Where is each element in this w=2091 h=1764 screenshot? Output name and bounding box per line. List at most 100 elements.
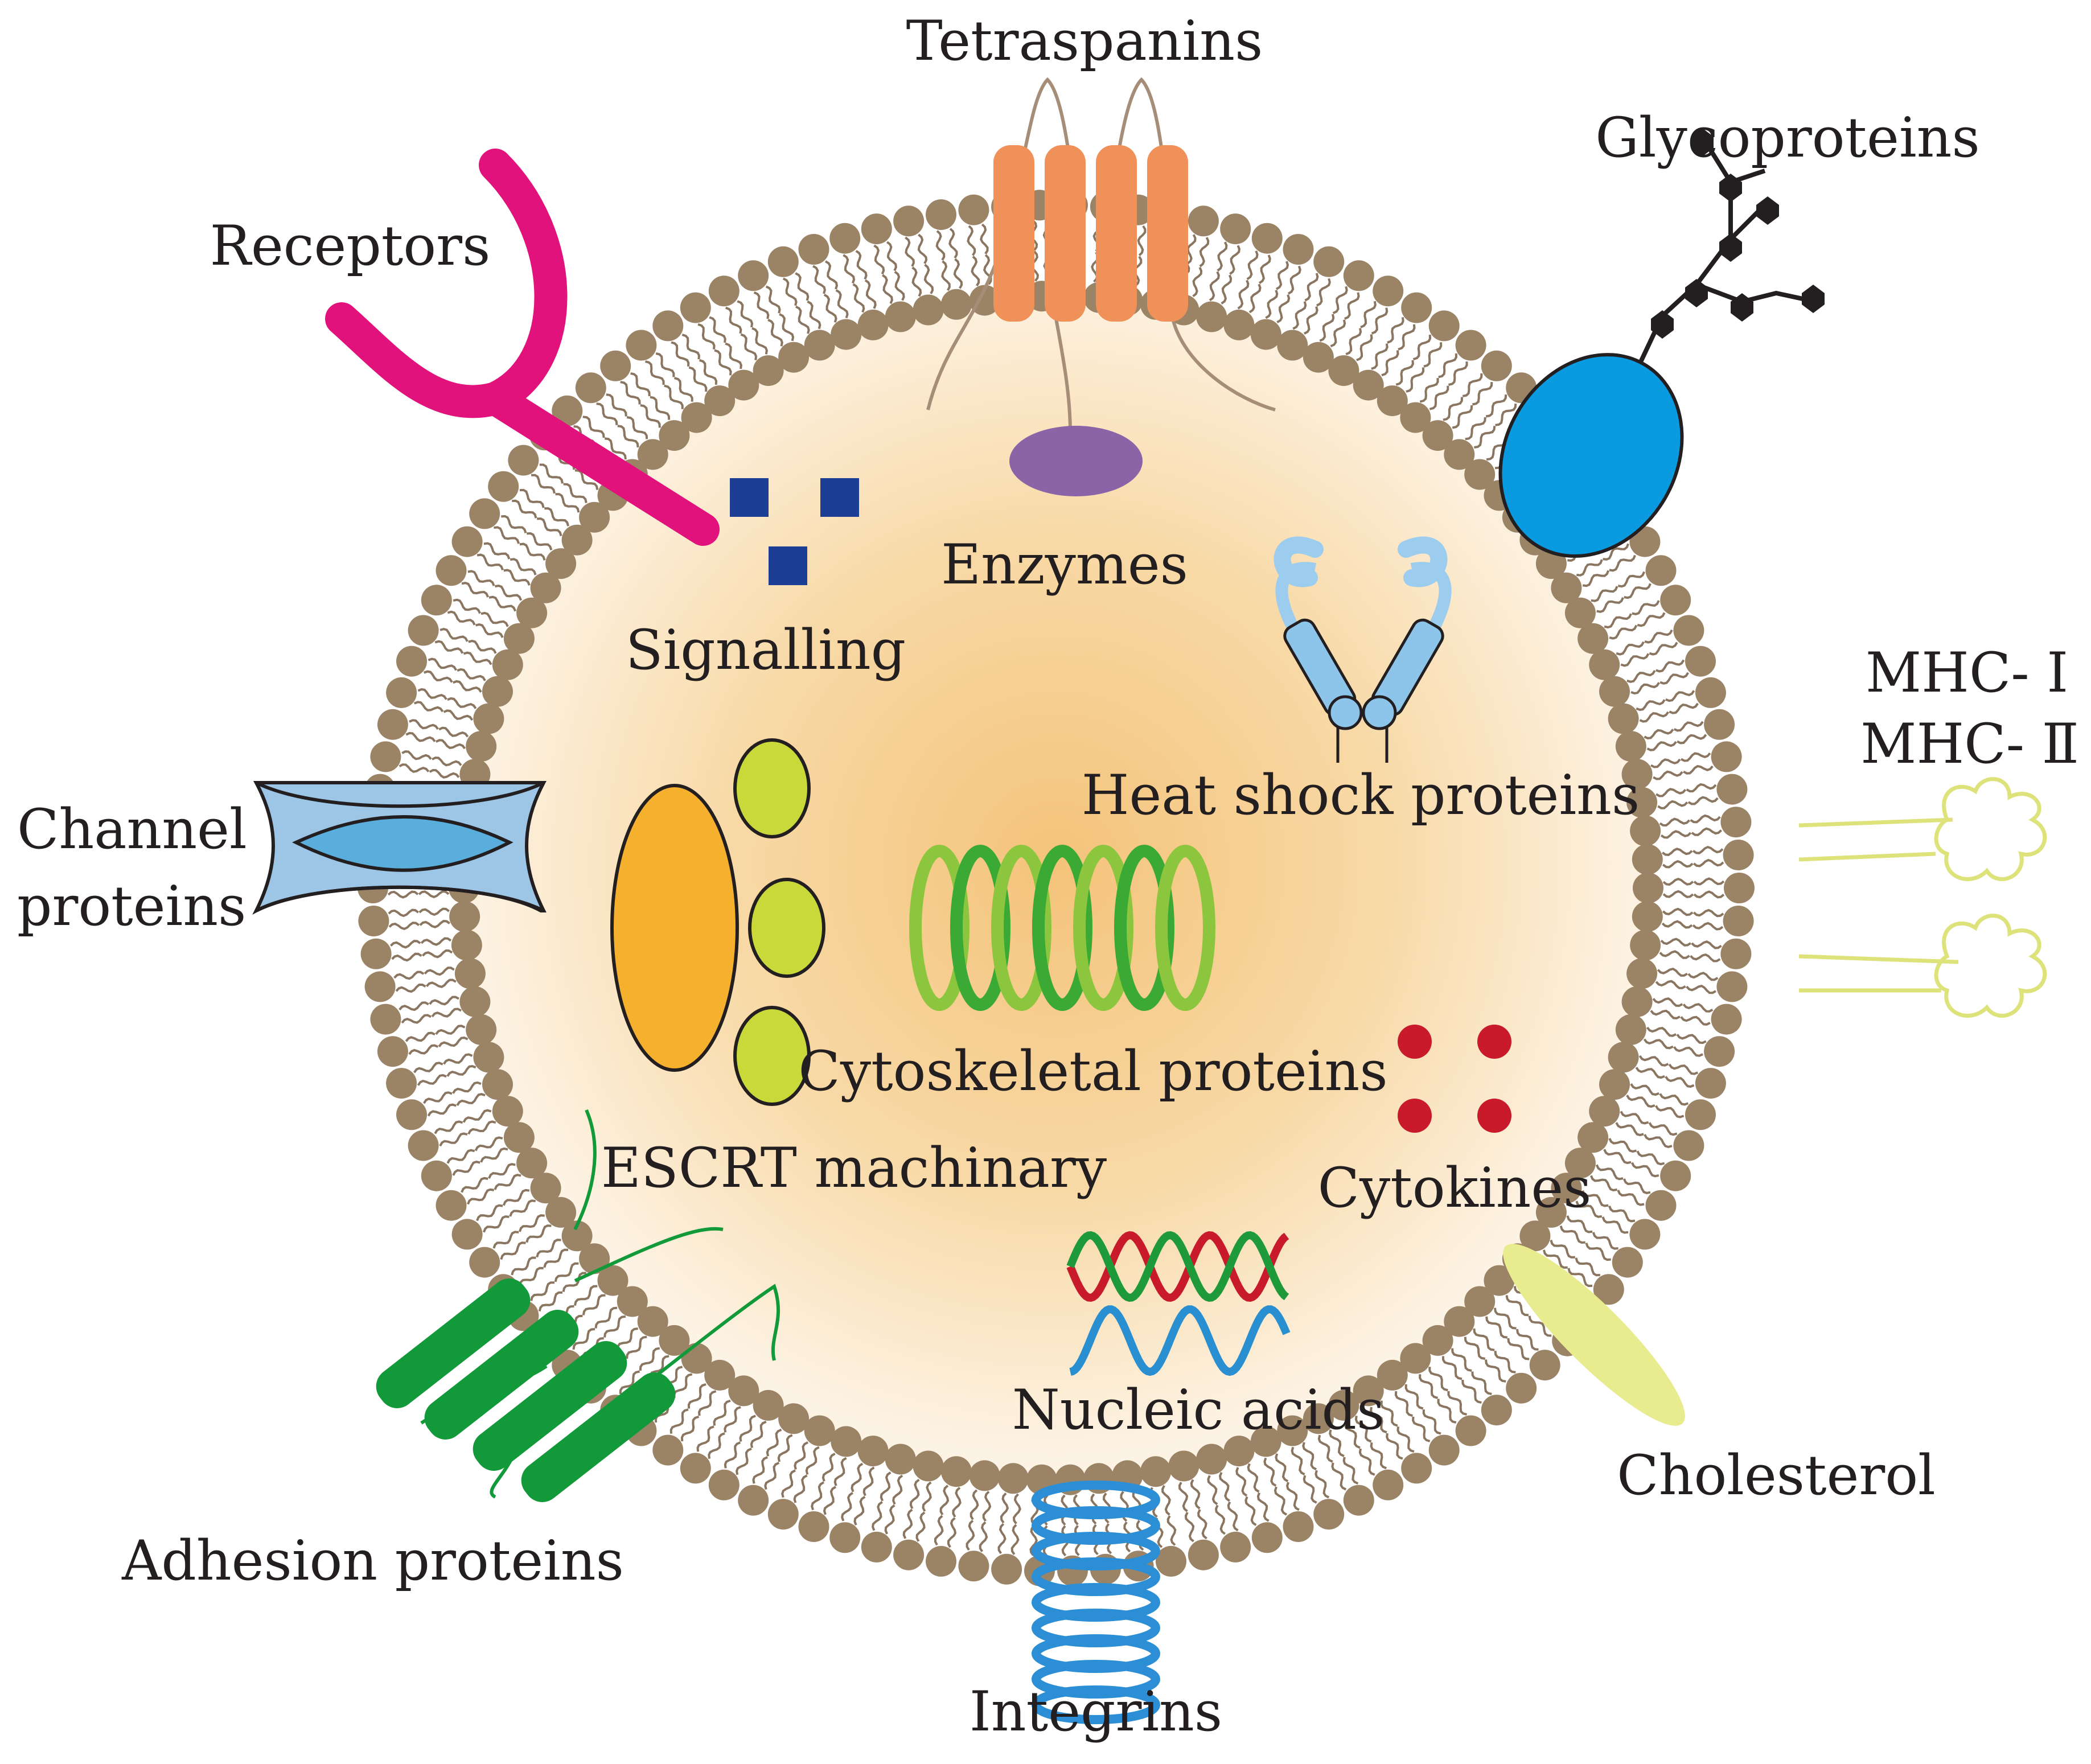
lipid-tail	[453, 680, 482, 693]
lipid-tail	[531, 474, 556, 494]
lipid-head	[1519, 1220, 1551, 1252]
lipid-tail	[457, 668, 486, 681]
lipid-head	[1328, 355, 1359, 386]
lipid-head	[1551, 1173, 1582, 1204]
lipid-tail	[1659, 950, 1690, 959]
lipid-head	[637, 439, 668, 470]
lipid-head	[1720, 807, 1752, 838]
lipid-tail	[1178, 1482, 1189, 1512]
lipid-head	[1188, 1539, 1219, 1570]
lipid-tail	[1622, 1178, 1651, 1194]
lipid-tail	[1662, 907, 1694, 916]
lipid-head	[804, 330, 835, 361]
lipid-head	[1673, 615, 1704, 646]
lipid-tail	[736, 1448, 752, 1475]
lipid-tail	[1691, 940, 1722, 949]
cholesterol-icon	[1503, 1244, 1685, 1426]
label-mhc-1: MHC- Ⅰ	[1866, 641, 2068, 705]
lipid-tail	[1620, 1111, 1649, 1125]
lipid-tail	[418, 907, 450, 916]
lipid-tail	[1576, 559, 1603, 577]
lipid-head	[861, 213, 892, 245]
lipid-tail	[765, 285, 781, 314]
lipid-head	[1250, 319, 1281, 350]
lipid-tail	[650, 396, 671, 420]
lipid-head	[1168, 1450, 1199, 1482]
lipid-head	[552, 395, 583, 426]
lipid-head	[926, 1545, 956, 1577]
lipid-tail	[413, 1062, 443, 1074]
lipid-head	[1673, 1130, 1704, 1161]
dna-strand-green	[1066, 1231, 1289, 1302]
lipid-tail	[423, 1091, 453, 1104]
lipid-tail	[680, 1415, 700, 1442]
lipid-tail	[1344, 1421, 1361, 1449]
lipid-tail	[1247, 1463, 1260, 1493]
lipid-tail	[401, 750, 432, 760]
lipid-head	[1140, 1456, 1172, 1487]
lipid-tail	[1209, 271, 1220, 302]
lipid-head	[421, 585, 452, 616]
lipid-tail	[1615, 1122, 1644, 1137]
lipid-tail	[1166, 1515, 1177, 1546]
lipid-tail	[1657, 800, 1689, 809]
lipid-tail	[795, 272, 810, 301]
lipid-tail	[779, 313, 795, 342]
lipid-tail	[399, 763, 430, 773]
dna-strand-red	[1066, 1231, 1289, 1302]
lipid-tail	[626, 416, 648, 439]
lipid-tail	[494, 526, 520, 544]
lipid-tail	[824, 260, 839, 290]
lipid-tail	[922, 1481, 932, 1512]
lipid-tail	[562, 1272, 586, 1292]
lipid-head	[1716, 774, 1748, 805]
lipid-tail	[1585, 1243, 1611, 1261]
lipid-tail	[1566, 1215, 1593, 1233]
lipid-head	[1578, 1122, 1609, 1153]
lipid-tail	[1395, 360, 1414, 386]
lipid-head	[1283, 1511, 1314, 1542]
lipid-tail	[492, 1231, 519, 1249]
lipid-head	[466, 731, 497, 762]
lipid-head	[1313, 1499, 1345, 1530]
lipid-head	[1685, 1099, 1716, 1130]
lipid-tail	[1219, 1471, 1230, 1502]
lipid-tail	[639, 1347, 660, 1371]
lipid-head	[659, 1325, 690, 1356]
lipid-tail	[467, 1120, 496, 1135]
lipid-head	[1621, 759, 1653, 790]
lipid-tail	[1643, 1038, 1674, 1050]
lipid-tail	[1371, 307, 1388, 335]
lipid-tail	[1665, 1076, 1695, 1088]
lipid-head	[1632, 844, 1663, 875]
lipid-tail	[947, 1517, 957, 1548]
lipid-tail	[1662, 860, 1694, 869]
lipid-tail	[494, 1174, 521, 1190]
label-channel: Channel	[17, 797, 247, 861]
lipid-tail	[739, 1415, 756, 1442]
lipid-tail	[1197, 1509, 1207, 1540]
lipid-head	[1626, 787, 1658, 818]
lipid-head	[377, 1036, 408, 1067]
lipid-head	[545, 548, 577, 579]
lipid-tail	[413, 701, 444, 713]
lipid-tail	[1608, 1137, 1637, 1153]
lipid-head	[913, 294, 944, 326]
lipid-tail	[480, 1147, 508, 1163]
lipid-head	[1578, 623, 1609, 654]
lipid-tail	[851, 1462, 864, 1492]
lipid-tail	[1659, 817, 1690, 827]
lipid-tail	[1237, 279, 1250, 310]
lipid-tail	[1655, 1105, 1685, 1119]
lipid-tail	[1419, 1374, 1439, 1399]
lipid-head	[545, 1196, 577, 1228]
lipid-tail	[1012, 1493, 1021, 1524]
lipid-tail	[948, 228, 958, 259]
integrin-coil-turn	[1032, 1685, 1160, 1724]
lipid-tail	[1316, 278, 1331, 307]
lipid-head	[469, 1247, 500, 1278]
lipid-tail	[405, 1031, 436, 1042]
lipid-head	[473, 703, 504, 734]
lipid-tail	[1630, 682, 1660, 695]
lipid-head	[1223, 1436, 1255, 1467]
